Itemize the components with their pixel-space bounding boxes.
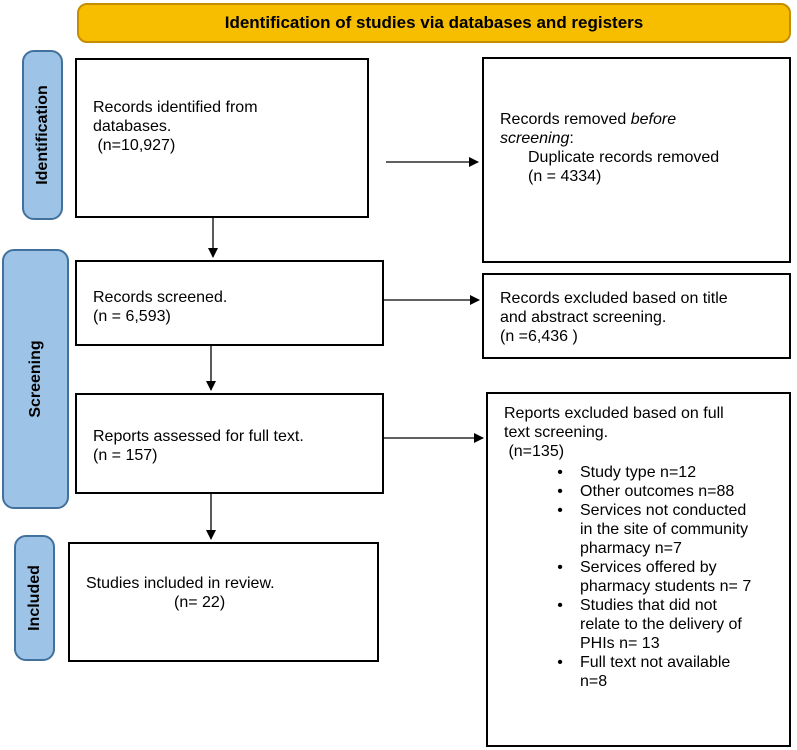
exclusion-reason-item: • Services offered by pharmacy students n=… (540, 558, 789, 596)
reports-assessed-count: (n = 157) (93, 447, 158, 464)
studies-included-label: Studies included in review. (86, 575, 275, 592)
reports-assessed-label: Reports assessed for full text. (93, 428, 304, 445)
exclusion-reason-text: relate to the delivery of (580, 616, 742, 633)
bullet-icon: • (557, 502, 563, 519)
records-removed-before: before (630, 111, 677, 128)
identification-banner: Identification of studies via databases … (77, 3, 791, 43)
bullet-icon: • (557, 654, 563, 671)
exclusion-reason-text: Other outcomes n=88 (580, 483, 735, 500)
phase-identification-label: Identification (33, 85, 51, 185)
exclusion-reason-text: pharmacy n=7 (580, 540, 682, 557)
reports-excluded-count: (n=135) (504, 443, 565, 460)
exclusion-reason-text: in the site of community (580, 521, 749, 538)
phase-included-label: Included (25, 565, 43, 631)
exclusion-reason-text: PHIs n= 13 (580, 635, 660, 652)
reports-excluded-line1: Reports excluded based on full (504, 405, 724, 422)
reports-excluded-line2: text screening. (504, 424, 609, 441)
exclusion-reason-text: Study type n=12 (580, 464, 697, 481)
records-screened-box: Records screened. (n = 6,593) (75, 260, 384, 346)
records-identified-line2: databases. (93, 118, 172, 135)
exclusion-reason-text: Studies that did not (580, 597, 717, 614)
records-excluded-line2: and abstract screening. (500, 309, 667, 326)
records-excluded-count: (n =6,436 ) (500, 328, 578, 345)
banner-title: Identification of studies via databases … (224, 13, 644, 32)
exclusion-reason-text: pharmacy students n= 7 (580, 578, 752, 595)
bullet-icon: • (557, 597, 563, 614)
exclusion-reasons-list: • Study type n=12 • Other outcomes n=88 • Ser… (540, 463, 789, 691)
phase-included: Included (14, 535, 55, 661)
duplicate-records-count: (n = 4334) (528, 168, 602, 185)
records-removed-colon: : (569, 130, 574, 147)
bullet-icon: • (557, 559, 563, 576)
bullet-icon: • (557, 483, 563, 500)
records-excluded-box: Records excluded based on title and abst… (482, 273, 791, 359)
exclusion-reason-item: • Full text not available n=8 (540, 653, 789, 691)
records-identified-line1: Records identified from (93, 99, 258, 116)
phase-screening: Screening (2, 249, 69, 509)
exclusion-reason-item: • Studies that did not relate to the deliv… (540, 596, 789, 653)
exclusion-reason-item: • Other outcomes n=88 (540, 482, 789, 501)
phase-screening-label: Screening (26, 340, 44, 418)
phase-identification: Identification (22, 50, 63, 220)
records-screened-count: (n = 6,593) (93, 308, 171, 325)
exclusion-reason-text: Services offered by (580, 559, 717, 576)
reports-assessed-box: Reports assessed for full text. (n = 157… (75, 393, 384, 494)
records-removed-box: Records removed before screening: Duplic… (482, 57, 791, 263)
studies-included-count: (n= 22) (174, 594, 226, 611)
exclusion-reason-item: • Services not conducted in the site of co… (540, 501, 789, 558)
studies-included-box: Studies included in review. (n= 22) (68, 542, 379, 662)
bullet-icon: • (557, 464, 563, 481)
records-excluded-line1: Records excluded based on title (500, 290, 728, 307)
exclusion-reason-text: n=8 (580, 673, 608, 690)
exclusion-reason-text: Full text not available (580, 654, 731, 671)
exclusion-reason-item: • Study type n=12 (540, 463, 789, 482)
records-removed-screening: screening (500, 130, 570, 147)
duplicate-records-label: Duplicate records removed (528, 149, 720, 166)
records-screened-label: Records screened. (93, 289, 228, 306)
reports-excluded-box: Reports excluded based on full text scre… (486, 392, 791, 747)
records-identified-count: (n=10,927) (93, 137, 176, 154)
records-removed-line1: Records removed (500, 111, 631, 128)
records-identified-box: Records identified from databases. (n=10… (75, 58, 369, 218)
exclusion-reason-text: Services not conducted (580, 502, 747, 519)
